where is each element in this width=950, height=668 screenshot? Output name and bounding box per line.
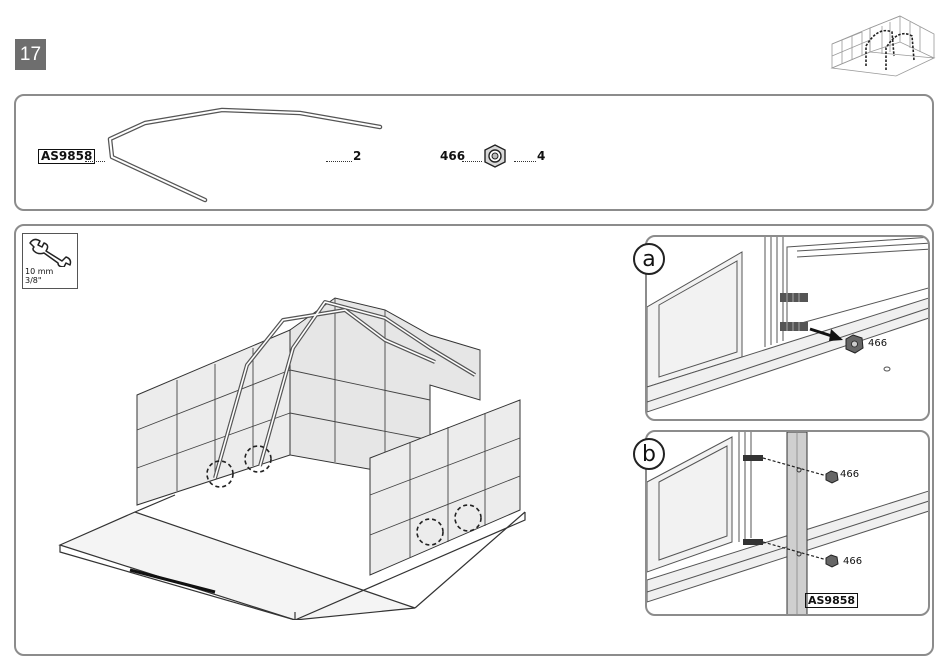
detail-b-profile-code: AS9858 [805, 593, 858, 608]
detail-label-a: a [633, 243, 665, 275]
tool-size-metric: 10 mm [25, 267, 53, 276]
wrench-icon [26, 237, 74, 267]
detail-b-drawing [647, 432, 930, 616]
flange-nut-icon [482, 143, 508, 169]
detail-a-part-code: 466 [868, 338, 887, 349]
arch-hoop-part-drawing [100, 105, 390, 205]
leader-dots [514, 161, 536, 162]
tool-size-imperial: 3/8" [25, 276, 53, 285]
detail-panel-a [645, 235, 930, 421]
part-quantity-as9858: 2 [353, 149, 361, 163]
greenhouse-overview-thumbnail [826, 12, 940, 80]
leader-dots [326, 161, 352, 162]
greenhouse-frame-assembly-drawing [55, 290, 535, 620]
tool-size-label: 10 mm 3/8" [25, 267, 53, 285]
leader-dots [462, 161, 482, 162]
detail-b-part-code-lower: 466 [843, 556, 862, 567]
detail-label-b: b [633, 438, 665, 470]
part-quantity-466: 4 [537, 149, 545, 163]
detail-b-part-code-upper: 466 [840, 469, 859, 480]
leader-dots [85, 161, 105, 162]
detail-panel-b [645, 430, 930, 616]
detail-a-drawing [647, 237, 930, 421]
step-number-badge: 17 [15, 39, 46, 70]
